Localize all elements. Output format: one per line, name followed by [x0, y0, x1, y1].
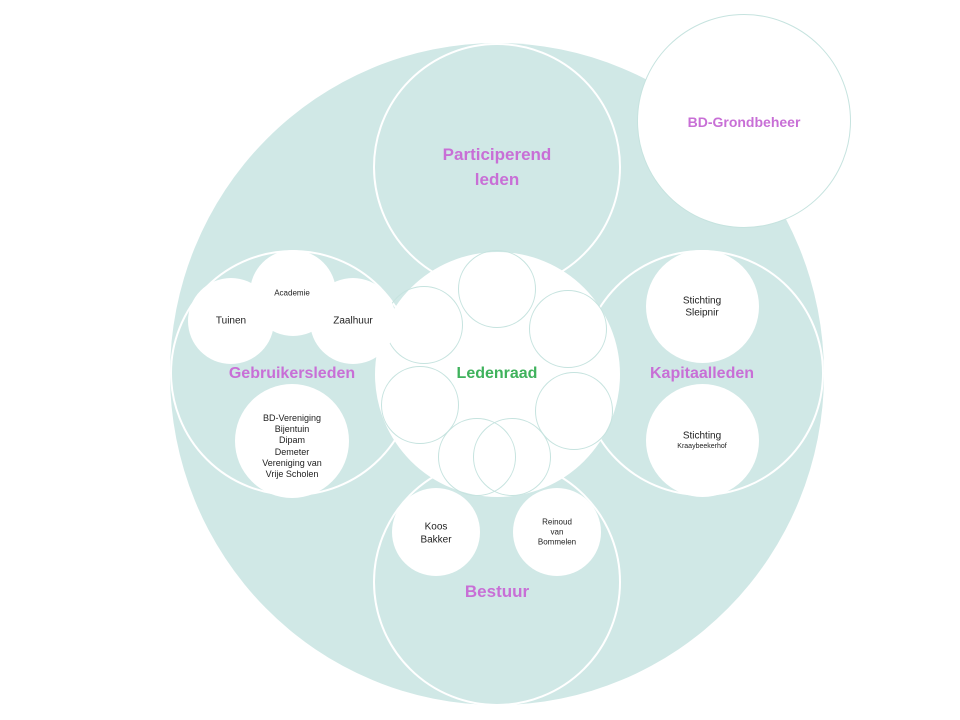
gebruikersleden-label: Gebruikersleden: [228, 364, 356, 382]
kraaybeekerhof-circle: [646, 384, 759, 497]
reinoud-line3: Bommelen: [537, 537, 577, 547]
bd-vereniging-circle: [235, 384, 349, 498]
bd-line3: Dipam: [278, 434, 306, 445]
ledenraad-seat: [473, 418, 551, 496]
ledenraad-seat: [529, 290, 607, 368]
bd-line5: Vereniging van: [262, 457, 322, 468]
sleipnir-circle: [646, 250, 759, 363]
koos-circle: [392, 488, 480, 576]
tuinen-label: Tuinen: [215, 315, 247, 327]
sleipnir-line2: Sleipnir: [685, 307, 719, 319]
koos-line1: Koos: [424, 521, 448, 533]
reinoud-line1: Reinoud: [542, 517, 572, 527]
bestuur-label: Bestuur: [464, 582, 530, 602]
tuinen-circle: [188, 278, 274, 364]
zaalhuur-label: Zaalhuur: [333, 315, 373, 327]
kraaybeekerhof-line2: Kraaybeekerhof: [677, 442, 727, 450]
ledenraad-seat: [385, 286, 463, 364]
grondbeheer-circle: [637, 14, 851, 228]
reinoud-circle: [513, 488, 601, 576]
koos-line2: Bakker: [420, 534, 452, 546]
participerend-label-line1: Participerend: [442, 145, 552, 165]
bd-line4: Demeter: [274, 446, 310, 457]
kapitaalleden-label: Kapitaalleden: [649, 364, 755, 382]
ledenraad-label: Ledenraad: [456, 364, 538, 382]
ledenraad-seat: [535, 372, 613, 450]
bd-line6: Vrije Scholen: [265, 468, 319, 479]
grondbeheer-label: BD-Grondbeheer: [687, 113, 801, 130]
ledenraad-seat: [381, 366, 459, 444]
participerend-label-line2: leden: [474, 170, 520, 190]
reinoud-line2: van: [550, 527, 564, 537]
academie-label: Academie: [274, 288, 310, 298]
bd-line1: BD-Vereniging: [262, 412, 322, 423]
ledenraad-seat: [458, 250, 536, 328]
kraaybeekerhof-line1: Stichting: [682, 430, 722, 442]
zaalhuur-circle: [310, 278, 396, 364]
bd-line2: Bijentuin: [274, 423, 310, 434]
sleipnir-line1: Stichting: [682, 295, 722, 307]
